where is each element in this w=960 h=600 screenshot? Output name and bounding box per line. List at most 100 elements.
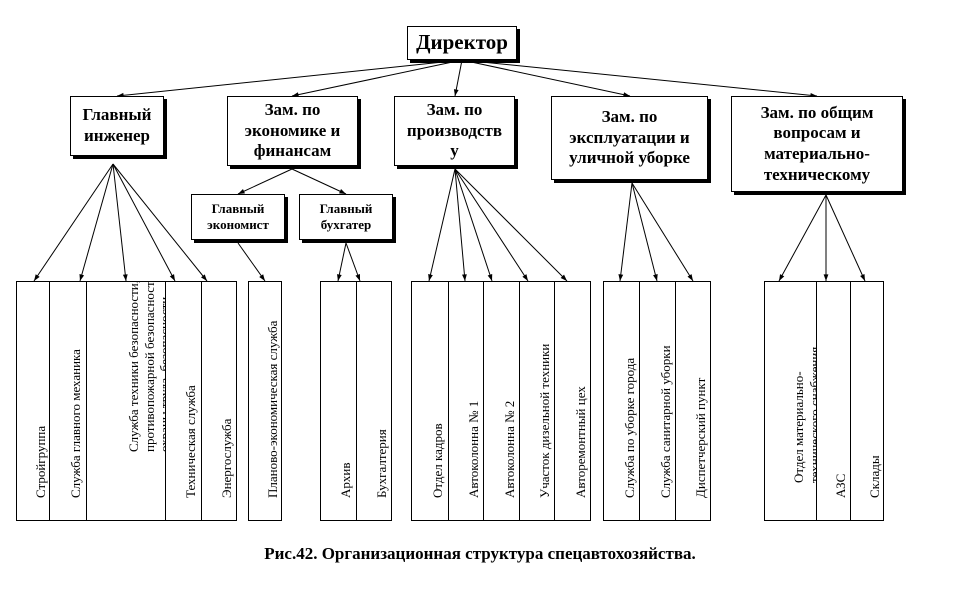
unit-cell: Автоколонна № 2	[483, 282, 519, 520]
connector-line	[237, 242, 266, 282]
arrow-head	[292, 92, 299, 97]
unit-cell: Участок дизельной техники	[518, 282, 555, 520]
connector-line	[345, 242, 361, 282]
chief-engineer-box: Главный инженер	[70, 96, 164, 156]
unit-cell: АЗС	[816, 282, 849, 520]
chief-accountant-box: Главный бухгатер	[299, 194, 393, 240]
deputy-general-box: Зам. по общим вопросам и материально- те…	[731, 96, 903, 192]
connector-line	[454, 168, 493, 282]
connector-line	[454, 168, 568, 282]
unit-cell: Служба техники безопасности, противопожа…	[86, 282, 165, 520]
supply-units-group: Отдел материально- технического снабжени…	[764, 281, 884, 521]
arrow-head	[560, 274, 567, 281]
connector-line	[79, 163, 114, 282]
unit-label: Служба санитарной уборки	[657, 345, 673, 499]
unit-label: АЗС	[833, 474, 849, 499]
arrow-head	[339, 189, 346, 194]
arrow-head	[122, 274, 128, 281]
unit-label: Автоколонна № 1	[465, 401, 481, 499]
accounting-units-group: Архив Бухгалтерия	[320, 281, 392, 521]
connector-line	[461, 59, 818, 97]
unit-label: Отдел кадров	[429, 423, 445, 499]
arrow-head	[779, 274, 785, 281]
connector-line	[33, 163, 114, 282]
engineering-units-group: Стройгруппа Служба главного механика Слу…	[16, 281, 237, 521]
unit-label: Склады	[866, 455, 882, 499]
arrow-head	[823, 274, 829, 281]
figure-caption: Рис.42. Организационная структура спецав…	[264, 544, 696, 563]
connector-line	[112, 163, 127, 282]
connector-line	[112, 163, 208, 282]
arrow-head	[79, 274, 85, 281]
unit-cell: Склады	[849, 282, 883, 520]
chief-economist-box: Главный экономист	[191, 194, 285, 240]
unit-label: Архив	[338, 462, 354, 499]
production-units-group: Отдел кадров Автоколонна № 1 Автоколонна…	[411, 281, 591, 521]
unit-label: Стройгруппа	[32, 426, 48, 499]
unit-label: Участок дизельной техники	[537, 344, 553, 499]
arrow-head	[462, 274, 467, 281]
unit-cell: Диспетчерский пункт	[674, 282, 710, 520]
unit-label: Планово-экономическая служба	[265, 320, 280, 499]
arrow-head	[169, 274, 175, 281]
arrow-head	[238, 189, 245, 194]
arrow-head	[259, 274, 265, 281]
arrow-head	[687, 274, 693, 281]
connector-line	[291, 59, 463, 97]
unit-label: Энергослужба	[219, 418, 235, 499]
unit-label: Техническая служба	[183, 385, 199, 499]
arrow-head	[623, 92, 630, 97]
connector-line	[619, 182, 633, 282]
unit-label: Служба по уборке города	[621, 358, 637, 499]
arrow-head	[618, 274, 624, 281]
connector-line	[631, 182, 658, 282]
unit-cell: Отдел кадров	[412, 282, 448, 520]
unit-label: Служба техники безопасности, противопожа…	[126, 282, 165, 452]
unit-cell: Служба санитарной уборки	[639, 282, 674, 520]
connector-line	[237, 168, 293, 195]
unit-cell: Автоколонна № 1	[447, 282, 484, 520]
arrow-head	[201, 274, 207, 281]
operations-units-group: Служба по уборке города Служба санитарно…	[603, 281, 711, 521]
unit-cell: Техническая служба	[164, 282, 202, 520]
unit-cell: Бухгалтерия	[355, 282, 391, 520]
deputy-economics-box: Зам. по экономике и финансам	[227, 96, 358, 166]
unit-cell: Планово-экономическая служба	[249, 282, 281, 520]
connector-line	[291, 168, 347, 195]
connector-line	[454, 168, 529, 282]
connector-line	[825, 194, 866, 282]
connector-line	[112, 163, 176, 282]
unit-cell: Отдел материально- технического снабжени…	[765, 282, 817, 520]
connector-line	[461, 59, 631, 97]
arrow-head	[653, 274, 658, 281]
unit-cell: Энергослужба	[201, 282, 236, 520]
connector-line	[454, 168, 466, 282]
arrow-head	[355, 274, 360, 281]
unit-label: Диспетчерский пункт	[692, 378, 708, 499]
arrow-head	[337, 274, 342, 281]
unit-label: Авторемонтный цех	[572, 386, 588, 499]
arrow-head	[428, 274, 433, 281]
economics-units-group: Планово-экономическая служба	[248, 281, 282, 521]
arrow-head	[34, 274, 40, 281]
unit-cell: Стройгруппа	[17, 282, 49, 520]
connector-line	[428, 168, 456, 282]
director-box: Директор	[407, 26, 517, 60]
arrow-head	[487, 274, 493, 281]
arrow-head	[453, 89, 459, 96]
deputy-operations-box: Зам. по эксплуатации и уличной уборке	[551, 96, 708, 180]
arrow-head	[860, 274, 865, 281]
connector-line	[116, 59, 463, 97]
connector-line	[778, 194, 827, 282]
arrow-head	[522, 274, 528, 281]
unit-cell: Служба главного механика	[48, 282, 87, 520]
unit-label: Служба главного механика	[68, 349, 84, 499]
unit-cell: Авторемонтный цех	[554, 282, 590, 520]
unit-label: Отдел материально- технического снабжени…	[790, 346, 817, 483]
deputy-production-box: Зам. по производств у	[394, 96, 515, 166]
unit-cell: Служба по уборке города	[604, 282, 639, 520]
connector-line	[631, 182, 694, 282]
unit-label: Автоколонна № 2	[501, 401, 517, 499]
unit-cell: Архив	[321, 282, 356, 520]
